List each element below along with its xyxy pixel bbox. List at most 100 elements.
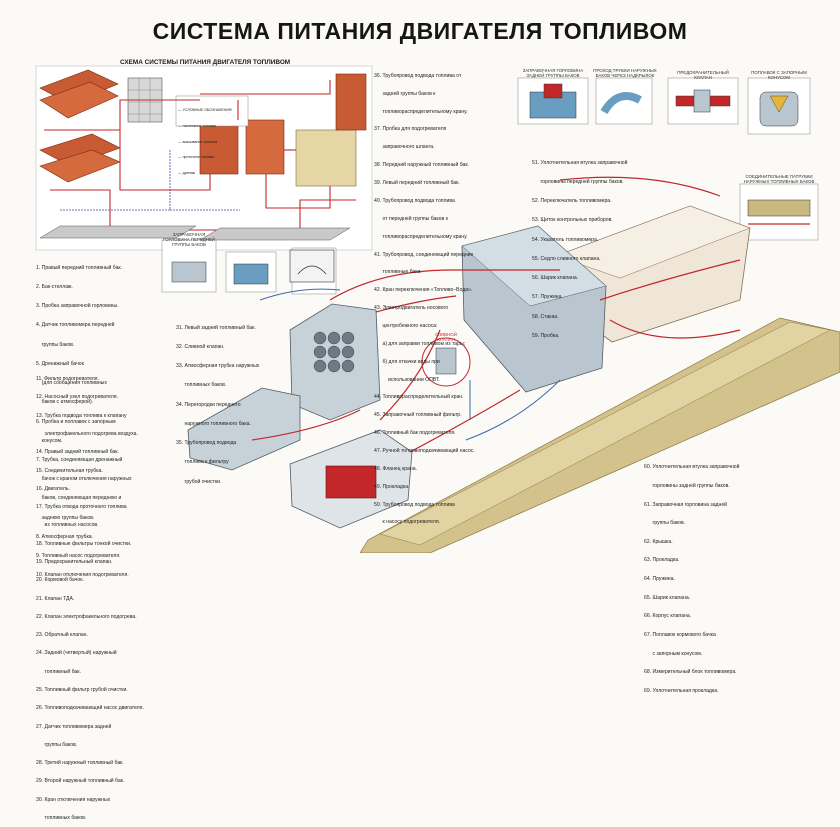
legend-item: топливные баки. [374,269,422,276]
legend-item: группы баков. [36,341,75,348]
legend-item: электрофакельного подогрева воздуха. [36,431,138,438]
inset-caption-outer-tanks: СОЕДИНИТЕЛЬНЫЕ ПАТРУБКИ НАРУЖНЫХ ТОПЛИВН… [743,174,815,184]
legend-item: 36. Трубопровод подвода топлива от [374,72,462,79]
legend-item: 15. Соединительная трубка. [36,467,103,474]
legend-item: из топливных насосов. [36,522,99,529]
legend-item: 44. Топливораспределительный кран. [374,394,464,401]
legend-item: к насосу подогревателя. [374,519,440,526]
legend-item: 3. Пробка заправочной горловины. [36,303,119,310]
legend-item: 31. Левый задний топливный бак. [176,324,256,331]
legend-item: 4. Датчик топливомера передней [36,322,115,329]
legend-item: топливных баков. [176,382,227,389]
legend-item: топливораспределительному крану. [374,233,468,240]
legend-item: конусом. [36,437,63,444]
scheme-legend-line: — нагнетание топлива [178,124,216,129]
legend-item: 29. Второй наружный топливный бак. [36,778,125,785]
legend-item: топлива к фильтру [176,459,229,466]
legend-item: 12. Насосный узел подогревателя. [36,394,118,401]
legend-item: 2. Бак-стеллаж. [36,284,73,291]
legend-item: 11. Фильтр подогревателя. [36,376,99,383]
legend-item: 17. Трубка отвода проточного топлива [36,504,127,511]
legend-item: 60. Уплотнительная втулка заправочной [644,464,740,471]
legend-item: 30. Кран отключения наружных [36,796,111,803]
legend-item: а) для заправки топливом из тары; [374,340,466,347]
legend-item: 56. Шарик клапана. [532,275,579,282]
legend-item: с запорным конусом. [644,650,703,657]
page-title: СИСТЕМА ПИТАНИЯ ДВИГАТЕЛЯ ТОПЛИВОМ [152,18,688,44]
legend-item: 39. Левый передний топливный бак. [374,180,460,187]
scheme-legend: — УСЛОВНЫЕ ОБОЗНАЧЕНИЯ: — нагнетание топ… [178,98,232,181]
legend-item: 43. Электродвигатель носового [374,305,449,312]
legend-item: 26. Топливоподкачивающий насос двигателя… [36,705,144,712]
legend-left-bottom: 11. Фильтр подогревателя. 12. Насосный у… [36,364,144,827]
legend-item: 49. Прокладка. [374,483,410,490]
legend-item: 8. Атмосферная трубка. [36,533,94,540]
scheme-subtitle: СХЕМА СИСТЕМЫ ПИТАНИЯ ДВИГАТЕЛЯ ТОПЛИВОМ [120,59,291,66]
legend-item: 63. Прокладка. [644,557,680,564]
legend-item: 62. Крышка. [644,538,673,545]
inset-caption-safety-valve: ПРЕДОХРАНИТЕЛЬНЫЙ КЛАПАН [677,70,729,80]
legend-item: 67. Поплавок кормового бачка [644,631,716,638]
scheme-legend-line: — УСЛОВНЫЕ ОБОЗНАЧЕНИЯ: [178,108,233,113]
legend-item: горловины передней группы баков. [532,179,624,186]
legend-item: 58. Стакан. [532,313,559,320]
diagram-graphics [35,65,840,553]
legend-item: грубой очистки. [176,478,222,485]
legend-item: 48. Фланец крана. [374,465,417,472]
legend-item: 53. Щиток контрольных приборов. [532,217,613,224]
legend-item: 46. Топливный бак подогревателя. [374,430,456,437]
legend-item: использовании ОПВТ. [374,376,440,383]
legend-top-center: 36. Трубопровод подвода топлива от задне… [374,62,475,532]
legend-item: 22. Клапан электрофакельного подогрева. [36,613,137,620]
inset-caption-filler-front: ЗАПРАВОЧНАЯ ГОРЛОВИНА ПЕРЕДНЕЙ ГРУППЫ БА… [162,232,216,247]
legend-item: 66. Корпус клапана. [644,613,692,620]
legend-item: 37. Пробка для подогревателя [374,126,447,133]
legend-item: 34. Перегородки переднего [176,401,241,408]
legend-item: 54. Указатель топливомера. [532,236,599,243]
legend-item: топливных баков. [36,814,87,821]
legend-item: (для сообщения топливных [36,380,107,387]
legend-item: 13. Трубка подвода топлива к клапану [36,412,127,419]
legend-item: баков с атмосферой). [36,399,94,406]
inset-caption-float-plug: ПОПЛАВОК С ЗАПОРНЫМ КОНУСОМ [751,70,807,80]
legend-item: задней группы баков к [374,90,436,97]
legend-item: 64. Пружина. [644,576,675,583]
scheme-legend-line: — дренаж [178,170,196,175]
vehicle-fuel-system-illustration [187,176,840,553]
legend-item: бачок с краном отключения наружных [36,476,132,483]
legend-item: 25. Топливный фильтр грубой очистки. [36,686,128,693]
legend-item: заднюю группы баков. [36,514,95,521]
legend-item: 14. Правый задний топливный бак. [36,449,119,456]
legend-top-right: 51. Уплотнительная втулка заправочной го… [532,147,627,346]
legend-item: 52. Переключатель топливомера. [532,198,612,205]
legend-item: 69. Уплотнительная прокладка. [644,687,719,694]
legend-item: 5. Дренажный бачок [36,360,84,367]
legend-item: 18. Топливные фильтры тонкой очистки. [36,540,132,547]
inset-caption-drain-valve: СЛИВНОЙ КЛАПАН [435,332,457,342]
legend-bottom-right: 60. Уплотнительная втулка заправочной го… [644,452,739,700]
legend-item: от передней группы баков к [374,215,448,222]
legend-item: баков, соединяющая переднюю и [36,495,122,502]
legend-item: группы баков. [36,741,78,748]
legend-item: 59. Пробка. [532,332,560,339]
inset-caption-passage: ПРОХОД ТРУБКИ НАРУЖНЫХ БАКОВ ЧЕРЕЗ НАДКР… [593,68,657,78]
legend-item: 28. Третий наружный топливный бак. [36,760,124,767]
legend-item: заправочного шланга. [374,144,435,151]
legend-item: топливораспределительному крану. [374,108,468,115]
legend-item: наружного топливного бака. [176,420,251,427]
legend-item: 23. Обратный клапан. [36,632,88,639]
legend-item: 21. Клапан ТДА. [36,595,75,602]
legend-item: 68. Измерительный блок топливомера. [644,669,737,676]
legend-item: центробежного насоса: [374,322,438,329]
legend-item: 38. Передний наружный топливный бак. [374,162,470,169]
legend-item: 35. Трубопровод подвода [176,440,237,447]
legend-item: 61. Заправочная горловина задней [644,501,728,508]
legend-item: топливный бак. [36,668,81,675]
legend-item: 16. Двигатель. [36,485,70,492]
legend-item: 33. Атмосферная трубка наружных [176,363,260,370]
legend-item: горловины задней группы баков. [644,483,730,490]
legend-item: 20. Кормовой бачок. [36,577,84,584]
legend-item: 32. Сливной клапан. [176,344,225,351]
fuel-scheme [35,65,373,251]
legend-item: 24. Задний (четвертый) наружный [36,650,117,657]
